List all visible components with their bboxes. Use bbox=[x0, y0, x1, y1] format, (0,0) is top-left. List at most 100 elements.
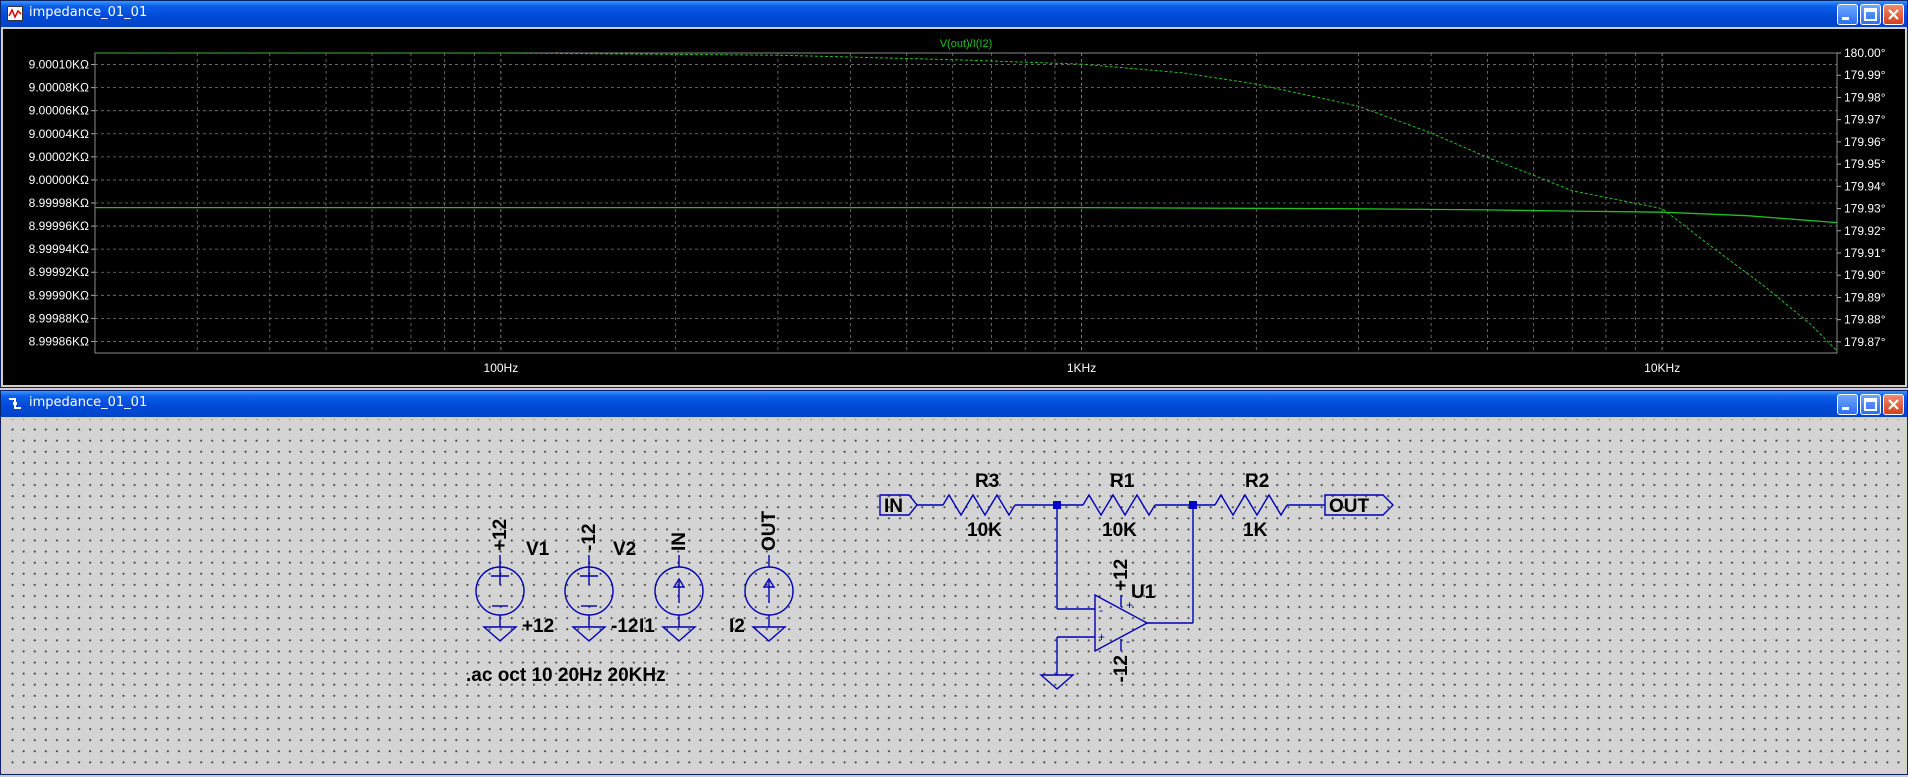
left-tick-label: 8.99992KΩ bbox=[29, 265, 89, 279]
r1-name-label: R1 bbox=[1110, 471, 1135, 492]
chart-series bbox=[95, 52, 1838, 352]
x-tick-label: 1KHz bbox=[1067, 361, 1096, 375]
left-axis: 9.00010KΩ 9.00008KΩ 9.00006KΩ 9.00004KΩ 9.00… bbox=[29, 58, 95, 348]
resistor-r3[interactable] bbox=[942, 493, 1016, 517]
minimize-button[interactable] bbox=[1837, 394, 1858, 415]
right-tick-label: 179.89° bbox=[1844, 290, 1886, 304]
opamp-supply-minus-sign: - bbox=[1126, 634, 1130, 648]
waveform-chart[interactable]: 9.00010KΩ 9.00008KΩ 9.00006KΩ 9.00004KΩ 9.00… bbox=[3, 29, 1905, 385]
r2-name-label: R2 bbox=[1245, 471, 1269, 492]
right-tick-label: 179.99° bbox=[1844, 68, 1886, 82]
maximize-icon bbox=[1864, 8, 1877, 21]
voltage-source-v1[interactable] bbox=[475, 555, 525, 642]
left-tick-label: 9.00008KΩ bbox=[29, 81, 89, 95]
v1-bottom-label: +12 bbox=[522, 616, 554, 637]
schematic-window-titlebar[interactable]: impedance_01_01 bbox=[1, 391, 1907, 417]
right-tick-label: 179.90° bbox=[1844, 268, 1886, 282]
r2-value-label: 1K bbox=[1243, 520, 1268, 541]
close-button[interactable] bbox=[1883, 4, 1904, 25]
r1-value-label: 10K bbox=[1102, 520, 1137, 541]
v2-top-label: -12 bbox=[579, 524, 600, 551]
waveform-icon bbox=[7, 6, 23, 21]
right-tick-label: 179.93° bbox=[1844, 202, 1886, 216]
right-tick-label: 179.87° bbox=[1844, 335, 1886, 349]
in-port-label: IN bbox=[884, 496, 903, 517]
resistor-r2[interactable] bbox=[1214, 493, 1288, 517]
right-tick-label: 179.96° bbox=[1844, 135, 1886, 149]
left-tick-label: 9.00006KΩ bbox=[29, 104, 89, 118]
left-tick-label: 8.99990KΩ bbox=[29, 288, 89, 302]
opamp-u1[interactable] bbox=[1094, 593, 1149, 653]
out-port-label: OUT bbox=[1329, 496, 1370, 517]
close-button[interactable] bbox=[1883, 394, 1904, 415]
left-tick-label: 9.00002KΩ bbox=[29, 150, 89, 164]
left-tick-label: 8.99998KΩ bbox=[29, 196, 89, 210]
close-icon bbox=[1888, 399, 1899, 410]
minimize-icon bbox=[1842, 407, 1849, 410]
right-tick-label: 179.97° bbox=[1844, 113, 1886, 127]
chart-title[interactable]: V(out)/I(I2) bbox=[940, 38, 993, 50]
resistor-r1[interactable] bbox=[1082, 493, 1156, 517]
right-tick-label: 179.94° bbox=[1844, 179, 1886, 193]
in-port-flag[interactable] bbox=[879, 494, 918, 516]
plot-area[interactable]: 9.00010KΩ 9.00008KΩ 9.00006KΩ 9.00004KΩ 9.00… bbox=[3, 29, 1905, 385]
opamp-inverting-sign: - bbox=[1099, 603, 1103, 617]
left-tick-label: 8.99994KΩ bbox=[29, 242, 89, 256]
out-port-flag[interactable] bbox=[1324, 494, 1394, 516]
current-source-i1[interactable] bbox=[654, 555, 704, 642]
right-tick-label: 179.95° bbox=[1844, 157, 1886, 171]
ground-symbol bbox=[482, 626, 518, 642]
ground-symbol bbox=[751, 626, 787, 642]
ground-symbol bbox=[1039, 674, 1075, 690]
opamp-vminus-label: -12 bbox=[1111, 655, 1132, 682]
schematic-drawing[interactable]: +12 V1 +12 -12 V2 -12 IN I1 OUT I2 .ac o… bbox=[3, 419, 1905, 772]
left-tick-label: 9.00004KΩ bbox=[29, 127, 89, 141]
opamp-name-label: U1 bbox=[1131, 582, 1156, 603]
opamp-vplus-label: +12 bbox=[1111, 559, 1132, 591]
left-tick-label: 9.00000KΩ bbox=[29, 173, 89, 187]
ground-symbol bbox=[571, 626, 607, 642]
x-tick-label: 10KHz bbox=[1644, 361, 1680, 375]
r3-name-label: R3 bbox=[975, 471, 999, 492]
x-tick-label: 100Hz bbox=[484, 361, 519, 375]
maximize-button[interactable] bbox=[1860, 394, 1881, 415]
right-axis: 180.00°179.99°179.98°179.97°179.96°179.9… bbox=[1837, 46, 1886, 349]
series-magnitude bbox=[95, 206, 1838, 224]
i1-name-label: I1 bbox=[639, 616, 655, 637]
x-axis: 100Hz 1KHz 10KHz bbox=[484, 361, 1681, 375]
current-source-i2[interactable] bbox=[744, 555, 794, 642]
left-tick-label: 8.99996KΩ bbox=[29, 219, 89, 233]
right-tick-label: 180.00° bbox=[1844, 46, 1886, 60]
series-phase bbox=[95, 52, 1838, 352]
ground-symbol bbox=[661, 626, 697, 642]
schematic-icon bbox=[9, 398, 21, 409]
junction-dot bbox=[1053, 501, 1061, 509]
schematic-window-title: impedance_01_01 bbox=[29, 395, 148, 410]
close-icon bbox=[1888, 9, 1899, 20]
i2-net-label: OUT bbox=[759, 511, 780, 552]
maximize-button[interactable] bbox=[1860, 4, 1881, 25]
maximize-icon bbox=[1864, 398, 1877, 411]
schematic-canvas[interactable]: +12 V1 +12 -12 V2 -12 IN I1 OUT I2 .ac o… bbox=[3, 419, 1905, 772]
v1-top-label: +12 bbox=[490, 519, 511, 551]
i1-net-label: IN bbox=[669, 532, 690, 551]
plot-window-titlebar[interactable]: impedance_01_01 bbox=[1, 1, 1907, 27]
r3-value-label: 10K bbox=[967, 520, 1002, 541]
left-tick-label: 8.99986KΩ bbox=[29, 334, 89, 348]
opamp-supply-plus-sign: + bbox=[1126, 598, 1133, 612]
left-tick-label: 9.00010KΩ bbox=[29, 58, 89, 72]
right-tick-label: 179.92° bbox=[1844, 224, 1886, 238]
left-tick-label: 8.99988KΩ bbox=[29, 311, 89, 325]
spice-directive[interactable]: .ac oct 10 20Hz 20KHz bbox=[466, 665, 666, 686]
minimize-button[interactable] bbox=[1837, 4, 1858, 25]
v1-name-label: V1 bbox=[526, 539, 550, 560]
schematic-window: impedance_01_01 bbox=[0, 390, 1908, 775]
voltage-source-v2[interactable] bbox=[564, 555, 614, 642]
right-tick-label: 179.88° bbox=[1844, 313, 1886, 327]
junction-dot bbox=[1189, 501, 1197, 509]
plot-window: impedance_01_01 9.00010KΩ 9.00008KΩ 9.0000… bbox=[0, 0, 1908, 388]
i2-name-label: I2 bbox=[729, 616, 745, 637]
opamp-noninverting-sign: + bbox=[1098, 630, 1105, 644]
v2-bottom-label: -12 bbox=[611, 616, 638, 637]
plot-window-title: impedance_01_01 bbox=[29, 5, 148, 20]
